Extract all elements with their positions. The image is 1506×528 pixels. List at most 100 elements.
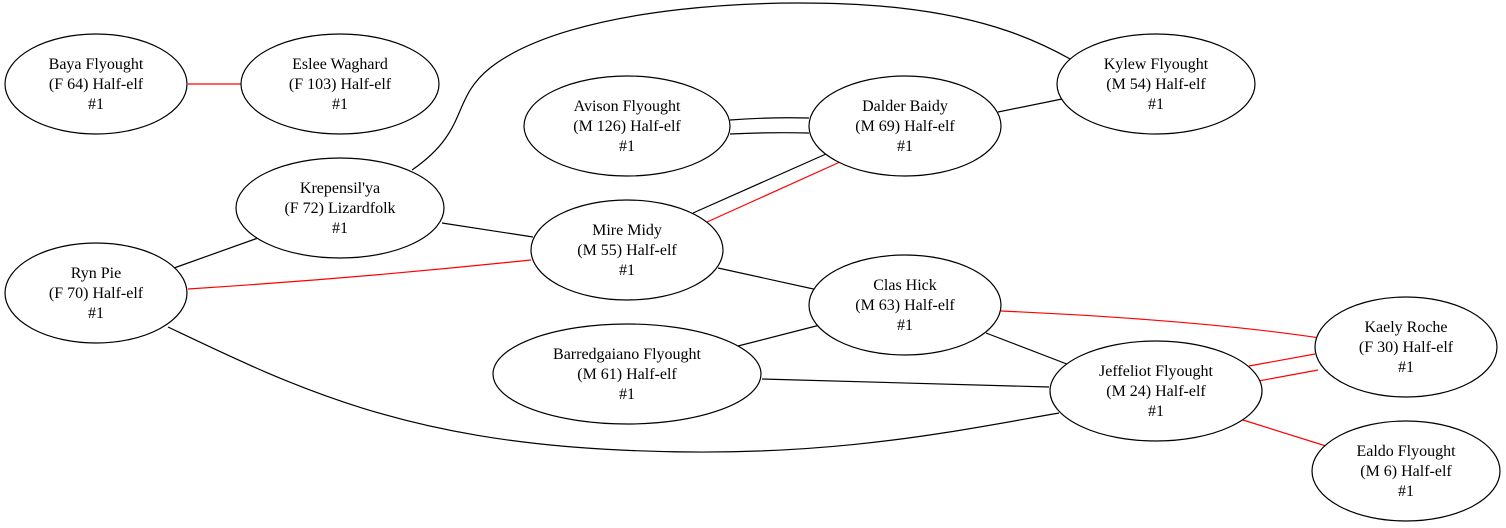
node-info: (M 126) Half-elf <box>573 118 681 135</box>
node-mire-midy: Mire Midy (M 55) Half-elf #1 <box>530 199 724 301</box>
edge-line <box>985 332 1073 367</box>
edge-avison-dalder-1 <box>729 117 810 121</box>
edge-mire-dalder-black <box>692 153 827 214</box>
node-krepensilya: Krepensil'ya (F 72) Lizardfolk #1 <box>235 157 445 259</box>
node-shape <box>808 254 1002 356</box>
edges-layer <box>167 2 1327 453</box>
edge-line <box>729 117 810 121</box>
node-kylew-flyought: Kylew Flyought (M 54) Half-elf #1 <box>1056 33 1256 135</box>
node-name: Kaely Roche <box>1364 319 1447 336</box>
node-name: Jeffeliot Flyought <box>1099 363 1213 380</box>
edge-barredgaiano-clas <box>737 324 821 347</box>
edge-line <box>187 259 532 290</box>
node-tag: #1 <box>897 317 913 334</box>
edge-line <box>737 324 821 347</box>
node-dalder-baidy: Dalder Baidy (M 69) Half-elf #1 <box>808 75 1002 177</box>
node-info: (F 70) Half-elf <box>49 285 144 302</box>
node-info: (M 54) Half-elf <box>1106 76 1206 93</box>
node-info: (M 63) Half-elf <box>855 297 955 314</box>
node-name: Eslee Waghard <box>292 56 388 73</box>
node-ealdo-flyought: Ealdo Flyought (M 6) Half-elf #1 <box>1311 420 1501 522</box>
edge-barredgaiano-jeffeliot <box>761 378 1050 388</box>
node-tag: #1 <box>619 262 635 279</box>
edge-clas-kaely <box>1000 310 1321 339</box>
node-shape <box>240 33 440 135</box>
node-tag: #1 <box>88 96 104 113</box>
node-info: (F 30) Half-elf <box>1359 339 1454 356</box>
edge-krepensil-kylew <box>411 2 1073 171</box>
node-name: Barredgaiano Flyought <box>553 346 702 363</box>
edge-avison-dalder-2 <box>729 132 810 135</box>
edge-jeffeliot-kaely-2 <box>1252 369 1319 383</box>
edge-ryn-krepensil <box>173 237 259 269</box>
edge-line <box>411 2 1073 171</box>
edge-line <box>173 237 259 269</box>
nodes-layer: Baya Flyought (F 64) Half-elf #1 Eslee W… <box>4 33 1501 522</box>
node-name: Ealdo Flyought <box>1356 443 1456 460</box>
edge-clas-jeffeliot <box>985 332 1073 367</box>
node-avison-flyought: Avison Flyought (M 126) Half-elf #1 <box>523 75 731 177</box>
edge-mire-dalder-red <box>706 161 841 223</box>
edge-line <box>1248 353 1316 367</box>
edge-dalder-kylew <box>997 98 1063 113</box>
edge-line <box>706 161 841 223</box>
edge-line <box>1000 310 1321 339</box>
edge-line <box>729 132 810 135</box>
node-shape <box>1056 33 1256 135</box>
edge-ryn-jeffeliot <box>167 326 1060 453</box>
node-tag: #1 <box>897 138 913 155</box>
edge-line <box>717 267 819 291</box>
node-eslee-waghard: Eslee Waghard (F 103) Half-elf #1 <box>240 33 440 135</box>
node-ryn-pie: Ryn Pie (F 70) Half-elf #1 <box>4 242 188 344</box>
edge-line <box>997 98 1063 113</box>
node-name: Dalder Baidy <box>862 98 948 115</box>
node-shape <box>1311 420 1501 522</box>
node-shape <box>492 323 762 425</box>
node-shape <box>1049 340 1263 442</box>
edge-line <box>761 378 1050 388</box>
node-name: Kylew Flyought <box>1104 56 1209 73</box>
edge-line <box>692 153 827 214</box>
node-clas-hick: Clas Hick (M 63) Half-elf #1 <box>808 254 1002 356</box>
node-shape <box>808 75 1002 177</box>
node-tag: #1 <box>1148 403 1164 420</box>
node-shape <box>4 242 188 344</box>
node-name: Krepensil'ya <box>300 180 380 197</box>
node-tag: #1 <box>332 220 348 237</box>
edge-line <box>167 326 1060 453</box>
node-info: (M 55) Half-elf <box>577 242 677 259</box>
node-shape <box>523 75 731 177</box>
node-tag: #1 <box>88 305 104 322</box>
node-info: (M 61) Half-elf <box>577 366 677 383</box>
node-tag: #1 <box>1398 483 1414 500</box>
edge-mire-clas <box>717 267 819 291</box>
node-shape <box>235 157 445 259</box>
node-kaely-roche: Kaely Roche (F 30) Half-elf #1 <box>1314 296 1498 398</box>
node-tag: #1 <box>1148 96 1164 113</box>
node-baya-flyought: Baya Flyought (F 64) Half-elf #1 <box>4 33 188 135</box>
edge-ryn-mire <box>187 259 532 290</box>
node-jeffeliot-flyought: Jeffeliot Flyought (M 24) Half-elf #1 <box>1049 340 1263 442</box>
node-info: (F 64) Half-elf <box>49 76 144 93</box>
node-shape <box>4 33 188 135</box>
node-name: Mire Midy <box>592 222 662 239</box>
edge-line <box>441 222 534 238</box>
edge-krepensil-mire <box>441 222 534 238</box>
node-name: Ryn Pie <box>71 265 121 282</box>
node-barredgaiano-flyought: Barredgaiano Flyought (M 61) Half-elf #1 <box>492 323 762 425</box>
node-tag: #1 <box>332 96 348 113</box>
node-info: (F 72) Lizardfolk <box>284 200 395 217</box>
node-info: (M 69) Half-elf <box>855 118 955 135</box>
edge-jeffeliot-kaely-1 <box>1248 353 1316 367</box>
node-shape <box>530 199 724 301</box>
node-tag: #1 <box>619 138 635 155</box>
edge-line <box>1242 419 1327 447</box>
node-tag: #1 <box>619 386 635 403</box>
node-shape <box>1314 296 1498 398</box>
edge-jeffeliot-ealdo <box>1242 419 1327 447</box>
node-info: (M 6) Half-elf <box>1360 463 1452 480</box>
node-info: (F 103) Half-elf <box>289 76 392 93</box>
node-name: Baya Flyought <box>49 56 144 73</box>
node-name: Clas Hick <box>873 277 937 294</box>
